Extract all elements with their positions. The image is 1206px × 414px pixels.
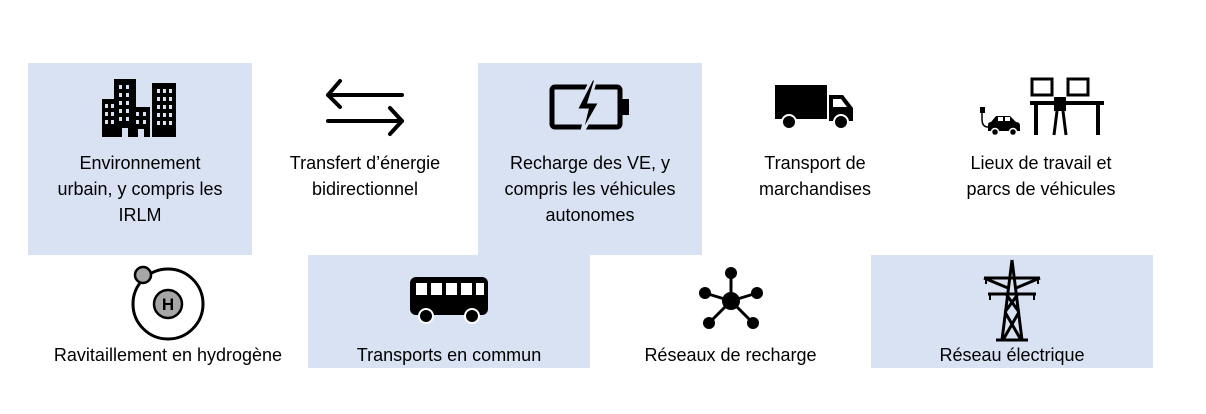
tile-charging-networks: Réseaux de recharge (590, 255, 871, 368)
tile-label: Ravitaillement en hydrogène (53, 345, 283, 365)
city-buildings-icon (102, 79, 176, 137)
tile-workplaces-fleets: Lieux de travail et parcs de véhicules (928, 63, 1154, 255)
tile-electricity-grid: Réseau électrique (871, 255, 1153, 368)
tile-label: Transport de marchandises (758, 153, 872, 199)
battery-charging-icon (549, 77, 629, 136)
tile-label: Réseau électrique (939, 345, 1085, 365)
tile-label: Transfert d’énergie bidirectionnel (289, 153, 441, 199)
svg-text:H: H (162, 295, 174, 314)
hydrogen-atom-icon: H (131, 265, 205, 341)
tile-label: Recharge des VE, y compris les véhicules… (504, 153, 676, 225)
network-hub-icon (698, 267, 763, 329)
tile-bidirectional-transfer: Transfert d’énergie bidirectionnel (252, 63, 478, 255)
tile-label: Transports en commun (356, 345, 542, 365)
workplace-car-charging-icon (980, 77, 1104, 137)
tile-public-transport: Transports en commun (308, 255, 590, 368)
tile-ev-charging: Recharge des VE, y compris les véhicules… (478, 63, 702, 255)
tile-hydrogen-refuelling: H Ravitaillement en hydrogène (28, 255, 308, 368)
tile-label: Réseaux de recharge (644, 345, 817, 365)
truck-icon (775, 85, 853, 130)
tile-freight-transport: Transport de marchandises (702, 63, 928, 255)
tile-urban-environment: Environnement urbain, y compris les IRLM (28, 63, 252, 255)
power-pylon-icon (983, 259, 1041, 342)
bidirectional-arrows-icon (326, 79, 404, 136)
tile-label: Environnement urbain, y compris les IRLM (57, 153, 223, 225)
bus-icon (410, 277, 488, 324)
tile-label: Lieux de travail et parcs de véhicules (966, 153, 1116, 199)
